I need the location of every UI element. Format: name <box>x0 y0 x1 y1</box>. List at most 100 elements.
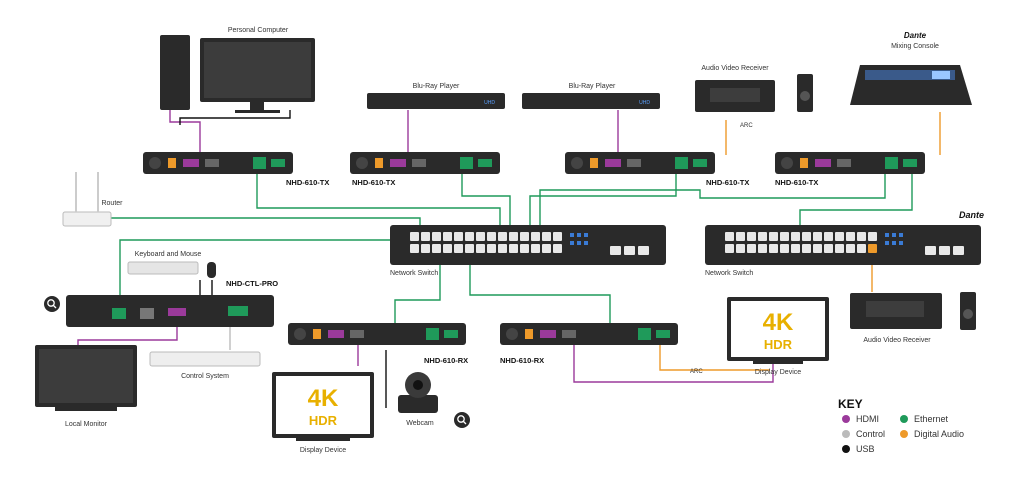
key-item: Ethernet <box>914 414 949 424</box>
switch-port <box>498 232 507 241</box>
switch-port <box>476 232 485 241</box>
label-display-left: Display Device <box>300 447 346 454</box>
bluray-logo: UHD <box>484 100 495 106</box>
key-swatch <box>842 430 850 438</box>
ethernet-cable <box>119 239 390 298</box>
display-device-left: 4K HDR Display Device <box>272 372 374 454</box>
label-keyboard-mouse: Keyboard and Mouse <box>135 251 202 258</box>
dante-logo-switch: Dante <box>959 210 984 220</box>
switch-port <box>868 232 877 241</box>
keyboard-and-mouse: Keyboard and Mouse <box>127 251 216 278</box>
nhd-610-rx-2: NHD-610-RX <box>500 323 678 365</box>
switch-port <box>410 232 419 241</box>
display-4k: 4K <box>308 385 339 412</box>
nhd-610-tx-1: NHD-610-TX <box>143 152 329 187</box>
label-avr-bottom: Audio Video Receiver <box>863 337 931 344</box>
switch-port <box>725 232 734 241</box>
switch-port <box>747 244 756 253</box>
nhd-ctl-pro: NHD-CTL-PRO <box>44 279 278 327</box>
dante-logo-top: Dante <box>904 31 927 40</box>
nhd-610-tx-2-label: NHD-610-TX <box>352 178 395 187</box>
switch-port <box>824 232 833 241</box>
key-item: Control <box>856 429 885 439</box>
display-device-right: 4K HDR Display Device ARC <box>690 297 829 376</box>
router: Router <box>62 172 123 227</box>
switch-port <box>509 244 518 253</box>
label-switch-2: Network Switch <box>705 270 753 277</box>
switch-port <box>791 232 800 241</box>
nhd-610-rx-1-label: NHD-610-RX <box>424 356 468 365</box>
switch-port <box>553 232 562 241</box>
switch-port <box>487 232 496 241</box>
ethernet-cable <box>799 172 913 232</box>
switch-port <box>531 232 540 241</box>
ethernet-cable <box>529 172 677 232</box>
ethernet-cable <box>256 172 501 232</box>
key-item: HDMI <box>856 414 879 424</box>
ethernet-cable <box>461 172 511 232</box>
personal-computer: Personal Computer <box>160 27 315 113</box>
switch-port <box>846 244 855 253</box>
switch-port <box>780 232 789 241</box>
switch-port <box>465 232 474 241</box>
nhd-610-tx-2: NHD-610-TX <box>350 152 500 187</box>
switch-port <box>520 244 529 253</box>
zoom-icon[interactable] <box>44 296 60 312</box>
switch-port <box>802 244 811 253</box>
nhd-610-rx-1: NHD-610-RX <box>288 323 468 365</box>
bluray-player-2: UHD Blu-Ray Player <box>522 83 660 109</box>
cable-layer <box>77 110 941 408</box>
switch-port <box>454 232 463 241</box>
mixing-console: Dante Mixing Console <box>850 31 972 105</box>
key-swatch <box>900 415 908 423</box>
switch-port <box>769 244 778 253</box>
switch-port <box>465 244 474 253</box>
switch-port <box>736 244 745 253</box>
label-webcam: Webcam <box>406 420 434 427</box>
switch-port <box>542 244 551 253</box>
switch-port <box>531 244 540 253</box>
hdmi-cable <box>573 343 774 383</box>
switch-port <box>835 244 844 253</box>
nhd-610-tx-3: NHD-610-TX <box>565 152 749 187</box>
key-item: USB <box>856 444 875 454</box>
switch-port <box>868 244 877 253</box>
key-swatch <box>842 445 850 453</box>
ctl-pro-label: NHD-CTL-PRO <box>226 279 278 288</box>
zoom-icon[interactable] <box>454 412 470 428</box>
switch-port <box>542 232 551 241</box>
label-bluray-2: Blu-Ray Player <box>569 83 616 90</box>
ethernet-cable <box>110 217 421 232</box>
hdmi-cable <box>169 110 201 155</box>
ethernet-cable <box>539 172 886 232</box>
label-switch-1: Network Switch <box>390 270 438 277</box>
pc-tower <box>160 35 190 110</box>
switch-port <box>725 244 734 253</box>
display-hdr: HDR <box>764 337 793 352</box>
network-switch-2: Network Switch Dante <box>705 210 984 277</box>
ethernet-cable <box>469 262 611 330</box>
label-router: Router <box>101 200 123 207</box>
switch-port <box>432 232 441 241</box>
switch-port <box>421 244 430 253</box>
label-local-monitor: Local Monitor <box>65 421 108 428</box>
label-avr-top: Audio Video Receiver <box>701 65 769 72</box>
switch-port <box>791 244 800 253</box>
switch-port <box>780 244 789 253</box>
switch-port <box>432 244 441 253</box>
switch-port <box>421 232 430 241</box>
nhd-610-tx-4-label: NHD-610-TX <box>775 178 818 187</box>
label-mixing-console: Mixing Console <box>891 43 939 50</box>
usb-cable <box>179 110 291 125</box>
switch-port <box>857 232 866 241</box>
arc-label-top: ARC <box>740 123 753 129</box>
switch-port <box>857 244 866 253</box>
key-swatch <box>900 430 908 438</box>
switch-port <box>443 244 452 253</box>
switch-port <box>846 232 855 241</box>
tx-units: NHD-610-TX NHD-610-TX NHD-610-TX NHD-610-TX <box>143 152 925 187</box>
rx-units: NHD-610-RX NHD-610-RX <box>288 323 678 365</box>
audio-video-receiver-top: Audio Video Receiver ARC <box>695 65 813 129</box>
